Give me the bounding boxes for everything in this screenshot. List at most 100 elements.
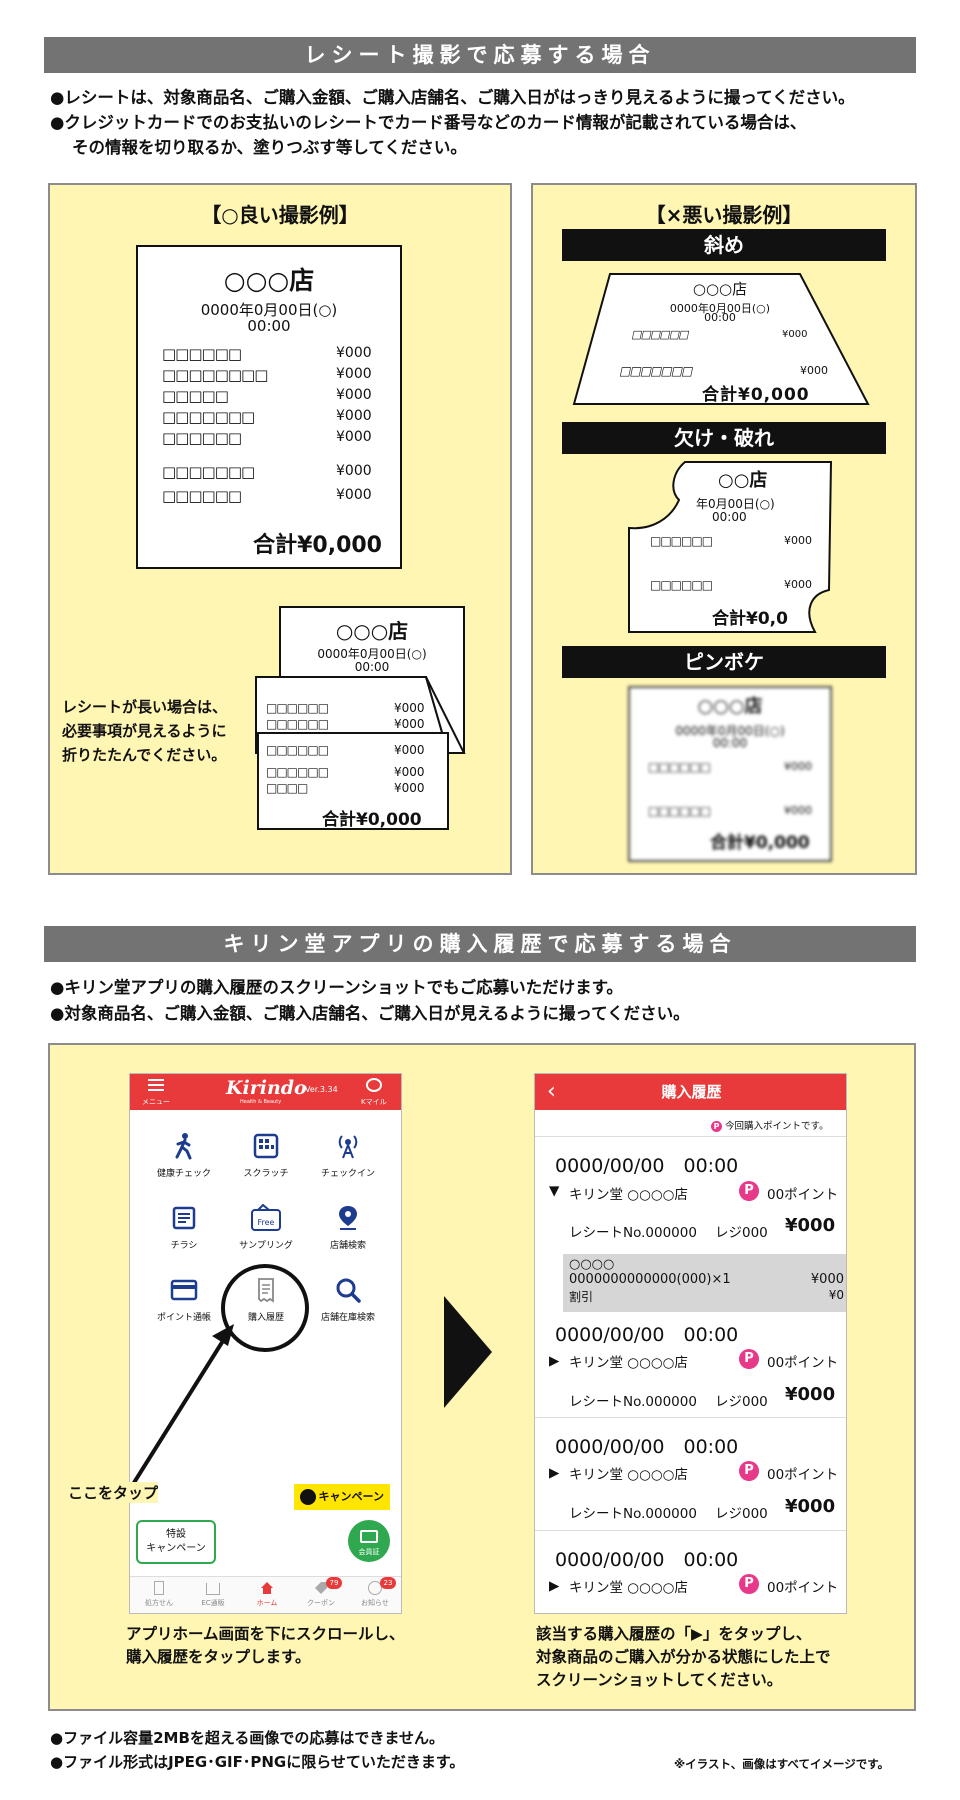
torn-receipt-total: 合計¥0,0 — [712, 609, 788, 629]
purchase-history-screen: ‹ 購入履歴 P 今回購入ポイントです。 0000/00/00 00:00 ▼ … — [534, 1073, 847, 1614]
folded-receipt-store: ○○○店 — [335, 619, 409, 643]
blurry-item-name: □□□□□□ — [648, 804, 711, 818]
menu-flyer[interactable]: チラシ — [144, 1204, 224, 1251]
good-example-title: 【○良い撮影例】 — [201, 203, 359, 227]
menu-stock-search[interactable]: 店舗在庫検索 — [308, 1276, 388, 1323]
tab-ec[interactable]: EC通販 — [188, 1581, 238, 1608]
slanted-item-name: □□□□□□ — [630, 328, 690, 341]
receipt-item-name: □□□□□□□ — [162, 463, 255, 481]
back-icon[interactable]: ‹ — [547, 1079, 556, 1104]
menu-stock-search-label: 店舗在庫検索 — [320, 1313, 375, 1323]
folded-item-name: □□□□□□ — [266, 743, 329, 757]
menu-sampling[interactable]: Free サンプリング — [226, 1204, 306, 1251]
entry-toggle[interactable]: ▶ — [549, 1353, 560, 1369]
detail-code: 0000000000000(000)×1 — [569, 1272, 731, 1287]
point-note-icon: P — [711, 1121, 722, 1132]
receipt-store: ○○○店 — [223, 266, 315, 295]
receipt-item-name: □□□□□□□□ — [162, 366, 268, 384]
entry-receipt-no: レシートNo.000000 — [569, 1225, 697, 1241]
history-title: 購入履歴 — [661, 1083, 722, 1101]
caption-right-line: スクリーンショットしてください。 — [536, 1671, 783, 1689]
entry-toggle[interactable]: ▶ — [549, 1578, 560, 1594]
tab-notice-label: お知らせ — [361, 1599, 389, 1607]
campaign-banner[interactable]: キャンペーン — [294, 1484, 390, 1510]
entry-register: レジ000 — [715, 1394, 768, 1410]
folded-item-name: □□□□ — [266, 781, 308, 795]
footer-disclaimer: ※イラスト、画像はすべてイメージです。 — [674, 1757, 890, 1771]
member-card-label: 会員証 — [358, 1548, 380, 1556]
entry-store: キリン堂 ○○○○店 — [569, 1467, 688, 1483]
entry-points: 00ポイント — [767, 1355, 839, 1371]
entry-amount: ¥000 — [785, 1215, 836, 1236]
magnifier-icon — [336, 1278, 361, 1303]
entry-store: キリン堂 ○○○○店 — [569, 1355, 688, 1371]
tab-notice[interactable]: お知らせ 23 — [350, 1577, 400, 1608]
folded-item-name: □□□□□□ — [266, 765, 329, 779]
receipt-time: 00:00 — [247, 317, 291, 335]
tap-here-label: ここをタップ — [68, 1482, 159, 1503]
point-icon: P — [739, 1349, 759, 1369]
menu-store-search[interactable]: 店舗検索 — [308, 1204, 388, 1251]
entry-points: 00ポイント — [767, 1187, 839, 1203]
slanted-receipt-total: 合計¥0,000 — [702, 385, 810, 405]
receipt-item-name: □□□□□□ — [162, 487, 242, 505]
menu-icon[interactable] — [148, 1079, 164, 1091]
blurry-receipt: ○○○店 0000年0月00日(○) 00:00 □□□□□□ ¥000 □□□… — [628, 686, 832, 862]
folded-item-price: ¥000 — [394, 743, 425, 757]
folded-receipt-date: 0000年0月00日(○) — [317, 647, 427, 661]
entry-register: レジ000 — [715, 1506, 768, 1522]
entry-store: キリン堂 ○○○○店 — [569, 1580, 688, 1596]
scratch-card-icon — [253, 1133, 279, 1159]
folded-receipt-shape — [255, 606, 466, 830]
free-label: Free — [258, 1218, 275, 1227]
broadcast-tower-icon — [338, 1135, 358, 1159]
megaphone-icon — [300, 1489, 316, 1505]
folded-receipt-total: 合計¥0,000 — [322, 810, 422, 830]
point-note: P 今回購入ポイントです。 — [711, 1118, 829, 1132]
folded-item-price: ¥000 — [394, 781, 425, 795]
receipt-item-price: ¥000 — [336, 345, 372, 361]
menu-scratch[interactable]: スクラッチ — [226, 1132, 306, 1179]
torn-item-name: □□□□□□ — [650, 534, 713, 548]
entry-datetime: 0000/00/00 00:00 — [555, 1549, 739, 1571]
entry-receipt-no: レシートNo.000000 — [569, 1394, 697, 1410]
bad-label-torn: 欠け・破れ — [562, 422, 886, 454]
special-label-line: キャンペーン — [146, 1543, 206, 1554]
point-icon: P — [739, 1574, 759, 1594]
menu-health-check[interactable]: 健康チェック — [144, 1132, 224, 1179]
tab-home[interactable]: ホーム — [242, 1581, 292, 1608]
note-line: ●対象商品名、ご購入金額、ご購入店舗名、ご購入日が見えるように撮ってください。 — [50, 1004, 690, 1023]
blurry-receipt-time: 00:00 — [712, 736, 748, 750]
entry-toggle[interactable]: ▶ — [549, 1465, 560, 1481]
receipt-item-price: ¥000 — [336, 463, 372, 479]
divider — [535, 1136, 846, 1137]
bad-label-blurry: ピンボケ — [562, 646, 886, 678]
history-header: ‹ 購入履歴 — [535, 1074, 846, 1110]
menu-point-book[interactable]: ポイント通帳 — [144, 1276, 224, 1323]
note-line: その情報を切り取るか、塗りつぶす等してください。 — [72, 138, 467, 157]
receipt-total: 合計¥0,000 — [253, 533, 382, 558]
menu-purchase-history-label: 購入履歴 — [247, 1313, 284, 1323]
receipt-item-price: ¥000 — [336, 429, 372, 445]
tab-coupon[interactable]: クーポン 79 — [296, 1577, 346, 1608]
newspaper-icon — [172, 1206, 196, 1230]
torn-item-price: ¥000 — [784, 578, 812, 591]
entry-toggle-expanded[interactable]: ▼ — [549, 1183, 560, 1199]
menu-point-book-label: ポイント通帳 — [156, 1313, 211, 1323]
kmile-label: Kマイル — [361, 1098, 387, 1106]
app-home-screen: メニュー Kirindo Ver.3.34 Health & Beauty Kマ… — [129, 1073, 402, 1614]
point-note-text: 今回購入ポイントです。 — [725, 1121, 829, 1132]
menu-checkin[interactable]: チェックイン — [308, 1132, 388, 1179]
slanted-receipt-shape — [572, 273, 870, 405]
tab-prescription-label: 処方せん — [145, 1599, 173, 1607]
menu-label: メニュー — [142, 1098, 170, 1106]
home-icon — [261, 1582, 273, 1594]
menu-health-check-label: 健康チェック — [156, 1169, 211, 1179]
menu-purchase-history[interactable]: 購入履歴 — [226, 1276, 306, 1323]
kmile-icon[interactable] — [366, 1078, 382, 1092]
campaign-label: キャンペーン — [318, 1490, 384, 1503]
member-card-button[interactable]: 会員証 — [348, 1520, 390, 1562]
slanted-receipt-time: 00:00 — [704, 311, 736, 324]
tab-prescription[interactable]: 処方せん — [134, 1581, 184, 1608]
special-campaign-button[interactable]: 特設 キャンペーン — [136, 1520, 216, 1564]
